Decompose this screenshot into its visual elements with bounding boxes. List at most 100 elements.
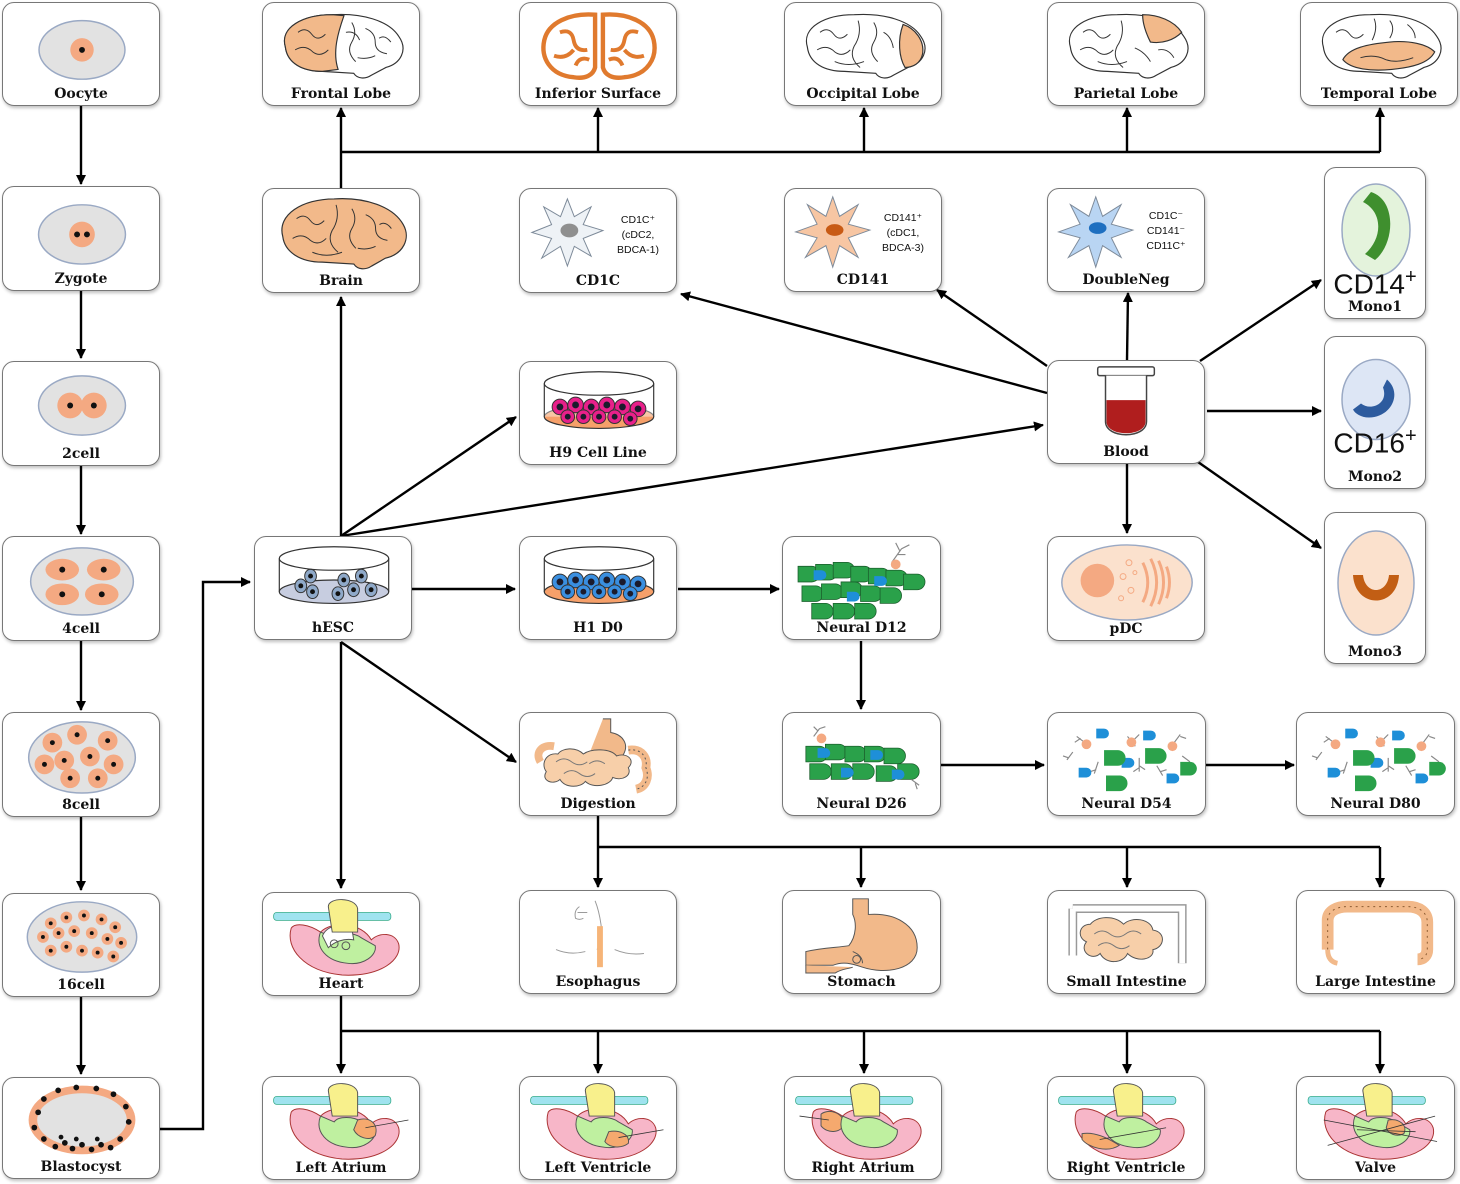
arrow-blood-cd141	[936, 289, 1048, 367]
arrow-blood-mono1	[1199, 279, 1322, 362]
temporal-label: Temporal Lobe	[1320, 86, 1438, 102]
mono1-marker: CD14+	[1325, 266, 1425, 300]
blastocyst-icon	[28, 1084, 136, 1155]
node-heart: Heart	[262, 892, 420, 996]
node-neural80: Neural D80	[1296, 712, 1455, 816]
arrow-hesc-digestion	[340, 641, 517, 763]
node-smallint: Small Intestine	[1047, 890, 1206, 994]
cd141-label: CD141	[836, 272, 890, 288]
neural80-label: Neural D80	[1330, 796, 1421, 812]
node-mono3: Mono3	[1324, 512, 1426, 664]
blastocyst-label: Blastocyst	[40, 1159, 122, 1175]
node-neural54: Neural D54	[1047, 712, 1206, 816]
cd1c-marker-line: (cDC2,	[621, 229, 655, 241]
valve-icon	[1307, 1083, 1438, 1160]
cell16-icon	[26, 901, 138, 973]
neural54-icon	[1062, 728, 1197, 792]
node-latrium: Left Atrium	[262, 1076, 420, 1180]
node-mono2: CD16+Mono2	[1324, 336, 1426, 489]
node-valve: Valve	[1296, 1076, 1455, 1180]
mono2-marker-name: CD16	[1333, 427, 1405, 459]
oocyte-icon	[38, 19, 126, 80]
latrium-icon	[273, 1083, 409, 1160]
arrow-blood-doubleneg	[1122, 292, 1133, 361]
parietal-icon	[1068, 13, 1189, 79]
cd141-marker-text: CD141⁺ (cDC1, BDCA-3)	[869, 211, 937, 256]
node-cd1c: CD1C⁺(cDC2,BDCA-1) CD1C	[519, 188, 677, 293]
neural26-label: Neural D26	[816, 796, 907, 812]
node-digestion: Digestion	[519, 712, 677, 816]
neural54-label: Neural D54	[1081, 796, 1172, 812]
arrow-hesc-blood	[340, 421, 1044, 538]
esophagus-label: Esophagus	[555, 974, 641, 990]
cell16-label: 16cell	[57, 977, 105, 993]
h1d0-label: H1 D0	[573, 620, 623, 636]
node-cell4: 4cell	[2, 536, 160, 641]
ratrium-icon	[795, 1083, 922, 1160]
doubleneg-marker-text: CD1C⁻CD141⁻CD11C⁺	[1132, 209, 1200, 254]
latrium-label: Left Atrium	[295, 1160, 387, 1176]
node-cell2: 2cell	[2, 361, 160, 466]
arrow-blastocyst-hesc	[160, 577, 251, 1131]
node-neural12: Neural D12	[782, 536, 941, 640]
cell8-label: 8cell	[62, 797, 100, 813]
node-ratrium: Right Atrium	[784, 1076, 942, 1180]
node-temporal: Temporal Lobe	[1300, 2, 1458, 106]
frontal-label: Frontal Lobe	[290, 86, 392, 102]
node-hesc: hESC	[254, 536, 412, 640]
brain-icon	[281, 198, 407, 270]
esophagus-icon	[555, 900, 644, 968]
zygote-label: Zygote	[54, 271, 108, 287]
pdc-icon	[1061, 544, 1193, 621]
mono3-icon	[1337, 530, 1415, 636]
arrow-blood-cd1c	[680, 291, 1048, 395]
stomach-label: Stomach	[827, 974, 896, 990]
cd1c-label: CD1C	[575, 273, 621, 289]
mono2-icon	[1341, 358, 1411, 441]
digestion-label: Digestion	[560, 796, 636, 812]
oocyte-label: Oocyte	[54, 86, 108, 102]
doubleneg-label: DoubleNeg	[1082, 272, 1170, 288]
cell8-icon	[27, 721, 137, 794]
node-oocyte: Oocyte	[2, 2, 160, 106]
arrow-blood-mono3	[1197, 461, 1322, 549]
cd141-marker-line: CD141⁺	[883, 212, 923, 224]
rventricle-label: Right Ventricle	[1066, 1160, 1186, 1176]
cell4-label: 4cell	[62, 621, 100, 637]
smallint-label: Small Intestine	[1066, 974, 1187, 990]
frontal-icon	[283, 13, 404, 79]
node-largeint: Large Intestine	[1296, 890, 1455, 994]
cd1c-marker-text: CD1C⁺(cDC2,BDCA-1)	[604, 213, 672, 258]
node-h9: H9 Cell Line	[519, 361, 677, 465]
occipital-label: Occipital Lobe	[806, 86, 920, 102]
h9-icon	[543, 371, 655, 430]
node-doubleneg: CD1C⁻CD141⁻CD11C⁺ DoubleNeg	[1047, 188, 1205, 292]
cell2-icon	[37, 375, 127, 436]
heart-label: Heart	[318, 976, 364, 992]
h1d0-icon	[543, 546, 655, 605]
node-inferior: Inferior Surface	[519, 2, 677, 106]
h9-label: H9 Cell Line	[549, 445, 647, 461]
cell2-label: 2cell	[62, 446, 100, 462]
smallint-icon	[1068, 904, 1187, 964]
lventricle-icon	[530, 1083, 664, 1160]
cd141-marker-line: (cDC1,	[886, 227, 920, 239]
mono1-icon	[1341, 183, 1411, 277]
valve-label: Valve	[1354, 1160, 1396, 1176]
node-esophagus: Esophagus	[519, 890, 677, 994]
doubleneg-icon	[1057, 195, 1135, 269]
neural12-label: Neural D12	[816, 620, 907, 636]
parietal-label: Parietal Lobe	[1073, 86, 1179, 102]
largeint-icon	[1321, 900, 1434, 966]
node-rventricle: Right Ventricle	[1047, 1076, 1205, 1180]
stomach-icon	[805, 898, 918, 974]
ratrium-label: Right Atrium	[811, 1160, 915, 1176]
cd141-marker-line: BDCA-3)	[881, 242, 924, 254]
pdc-label: pDC	[1109, 621, 1143, 637]
node-stomach: Stomach	[782, 890, 941, 994]
mono1-label: Mono1	[1347, 299, 1403, 315]
hesc-icon	[278, 546, 390, 605]
mono2-marker: CD16+	[1325, 425, 1425, 459]
cd141-icon	[794, 195, 872, 269]
